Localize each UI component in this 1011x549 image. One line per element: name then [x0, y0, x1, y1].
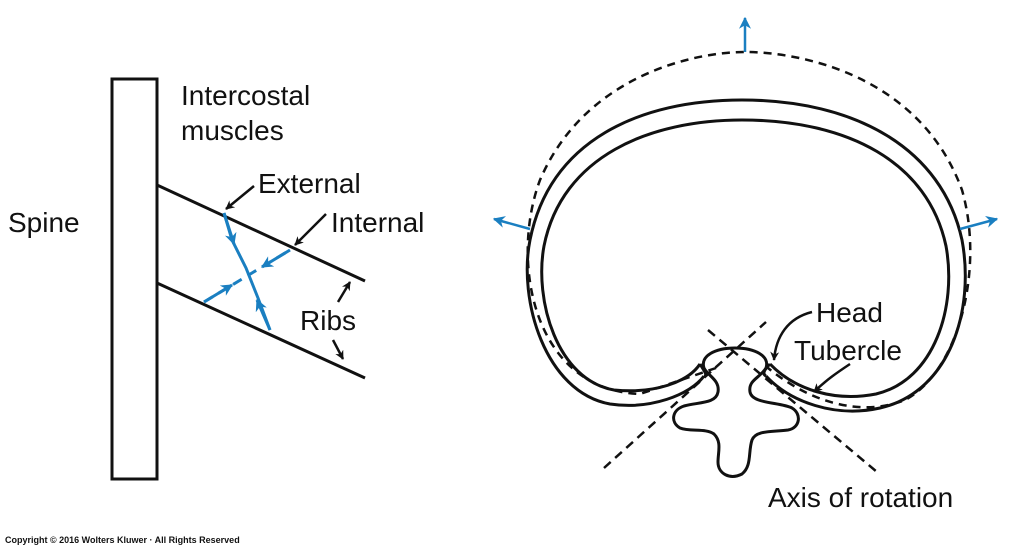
expansion-arrow-right	[959, 216, 999, 231]
axis-of-rotation-left	[603, 321, 767, 469]
external-pointer-arrow	[225, 185, 255, 210]
spine-label: Spine	[8, 207, 80, 238]
tubercle-pointer-arrow	[813, 362, 851, 393]
external-fiber-arrow-bottom	[255, 298, 272, 331]
internal-label: Internal	[331, 207, 424, 238]
head-label: Head	[816, 297, 883, 328]
intercostal-label-line2: muscles	[181, 115, 284, 146]
external-fiber-arrow-top	[222, 212, 237, 246]
ribs-pointer-arrow-lower	[331, 339, 345, 360]
expanded-rib-outline	[526, 50, 972, 409]
intercostal-label-line1: Intercostal	[181, 80, 310, 111]
external-label: External	[258, 168, 361, 199]
upper-rib	[156, 183, 366, 283]
lower-rib	[156, 281, 366, 380]
copyright-notice: Copyright © 2016 Wolters Kluwer · All Ri…	[5, 535, 240, 545]
rib-inner-contour	[540, 118, 951, 398]
expansion-arrow-left	[492, 216, 531, 231]
vertebra	[672, 346, 800, 478]
ribs-label: Ribs	[300, 305, 356, 336]
tubercle-label: Tubercle	[794, 335, 902, 366]
intercostal-panel: Intercostal muscles External Internal Sp…	[8, 77, 424, 481]
axis-of-rotation-label: Axis of rotation	[768, 482, 953, 513]
rib-rotation-panel: Head Tubercle Axis of rotation	[492, 16, 999, 513]
head-pointer-arrow	[770, 310, 813, 361]
internal-fiber-arrow-right	[260, 248, 291, 269]
ribs-pointer-arrow-upper	[336, 281, 352, 303]
axis-of-rotation-right	[707, 329, 878, 473]
spine-column	[110, 77, 159, 481]
internal-fiber-arrow-left	[203, 283, 234, 304]
internal-pointer-arrow	[294, 213, 327, 246]
rib-outer-contour	[525, 98, 967, 413]
